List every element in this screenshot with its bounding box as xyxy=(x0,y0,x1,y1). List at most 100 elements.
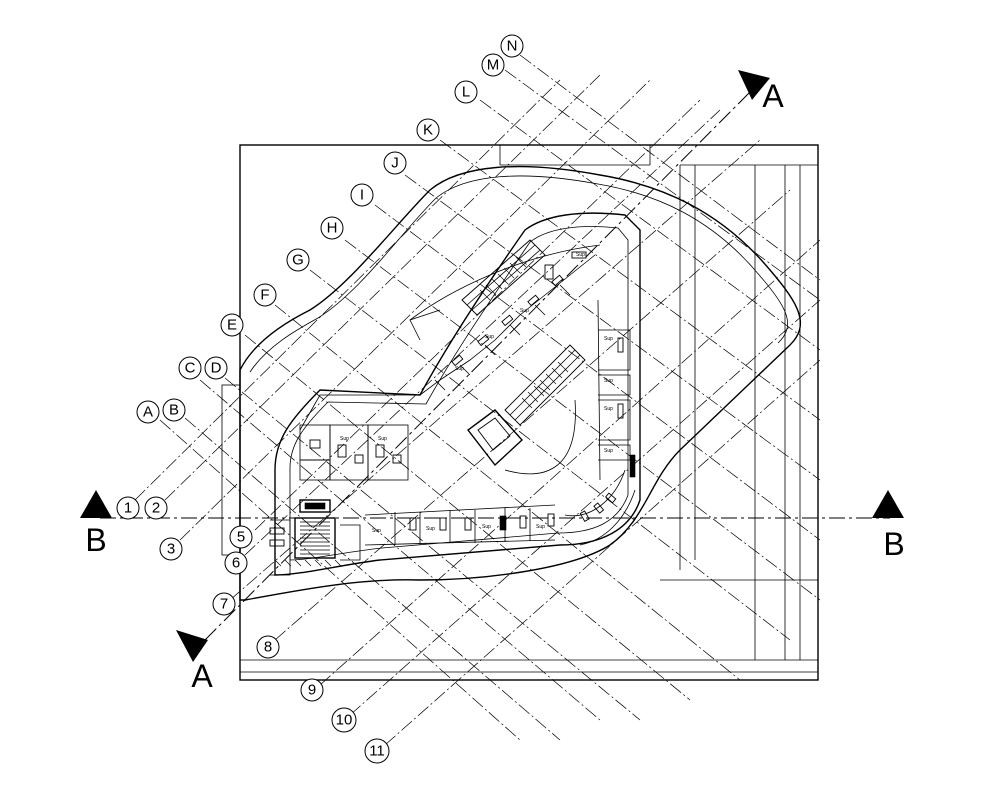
svg-text:8: 8 xyxy=(264,639,272,656)
unit-label: Sup xyxy=(604,378,613,384)
section-marker-a-bottom: A xyxy=(176,630,213,694)
svg-text:2: 2 xyxy=(152,500,160,517)
unit-label: Sup xyxy=(576,252,585,258)
grid-line-8 xyxy=(274,189,791,641)
grid-line-a xyxy=(159,419,521,741)
lift-core xyxy=(467,399,576,475)
number-grid-lines xyxy=(134,74,821,746)
bottom-shop-units xyxy=(364,469,636,546)
grid-line-g xyxy=(309,269,791,641)
grid-line-10 xyxy=(349,299,821,716)
svg-text:L: L xyxy=(462,84,470,101)
letter-grid-lines xyxy=(159,54,821,741)
outer-building-shell xyxy=(239,165,801,601)
grid-bubble-2: 2 xyxy=(144,496,168,520)
svg-text:K: K xyxy=(423,122,433,139)
unit-label: Sup xyxy=(604,406,613,412)
site-boundary xyxy=(221,144,819,681)
section-lines xyxy=(100,89,890,641)
grid-bubble-1: 1 xyxy=(116,496,140,520)
grid-bubble-7: 7 xyxy=(212,592,236,616)
unit-label: Sup xyxy=(340,436,349,442)
svg-text:I: I xyxy=(360,187,364,204)
svg-text:M: M xyxy=(487,57,500,74)
grid-bubble-6: 6 xyxy=(224,551,248,575)
grid-bubble-b: B xyxy=(162,398,186,422)
grid-line-b xyxy=(184,417,561,741)
section-label-a-top: A xyxy=(762,78,784,114)
svg-text:B: B xyxy=(169,402,179,419)
section-label-b-left: B xyxy=(85,522,106,558)
svg-text:10: 10 xyxy=(336,712,353,729)
grid-bubble-11: 11 xyxy=(364,738,390,764)
svg-text:9: 9 xyxy=(308,682,316,699)
unit-label: Sup xyxy=(455,366,464,372)
grid-bubble-f: F xyxy=(253,283,277,307)
letter-grid-bubbles: A B C D E F G H I J K L M N xyxy=(136,34,524,424)
unit-label: Sup xyxy=(520,308,529,314)
unit-label: Sup xyxy=(378,436,387,442)
svg-text:A: A xyxy=(143,404,153,421)
svg-text:C: C xyxy=(185,360,196,377)
grid-line-m xyxy=(504,69,821,301)
grid-line-h xyxy=(344,239,821,601)
svg-text:11: 11 xyxy=(369,743,385,760)
grid-bubble-m: M xyxy=(481,53,505,77)
wing-shop-units xyxy=(419,251,596,396)
left-service-block xyxy=(269,424,409,576)
svg-text:1: 1 xyxy=(124,500,132,517)
unit-label: Sup xyxy=(536,524,545,530)
unit-label: Sup xyxy=(485,334,494,340)
section-marker-b-left: B xyxy=(80,490,112,558)
grid-bubble-g: G xyxy=(286,248,310,272)
section-line-a xyxy=(204,89,753,641)
svg-text:E: E xyxy=(227,317,237,334)
section-label-a-bottom: A xyxy=(191,658,213,694)
grid-bubble-i: I xyxy=(350,183,374,207)
grid-bubble-n: N xyxy=(500,34,524,58)
right-wing-rooms xyxy=(597,299,636,481)
grid-line-l xyxy=(479,99,821,351)
svg-text:F: F xyxy=(260,287,269,304)
svg-text:3: 3 xyxy=(167,541,175,558)
grid-line-c xyxy=(199,379,601,721)
unit-label: Sup xyxy=(482,524,491,530)
grid-line-6 xyxy=(244,109,721,556)
grid-bubble-d: D xyxy=(204,356,228,380)
section-marker-b-right: B xyxy=(872,490,905,562)
grid-line-k xyxy=(439,139,821,421)
grid-bubble-c: C xyxy=(178,356,202,380)
grid-bubble-3: 3 xyxy=(159,537,183,561)
escalator-lower xyxy=(504,344,586,426)
unit-label: Sup xyxy=(426,526,435,532)
grid-line-2 xyxy=(164,74,601,501)
svg-text:D: D xyxy=(211,360,222,377)
grid-bubble-10: 10 xyxy=(331,707,357,733)
grid-bubble-e: E xyxy=(220,313,244,337)
grid-bubble-9: 9 xyxy=(300,678,324,702)
grid-line-n xyxy=(519,54,821,281)
grid-line-i xyxy=(374,204,821,541)
grid-bubble-5: 5 xyxy=(229,525,253,549)
grid-line-1 xyxy=(134,79,561,501)
grid-line-7 xyxy=(229,139,761,601)
grid-line-3 xyxy=(179,79,651,541)
section-markers: A A B B xyxy=(80,70,905,694)
unit-label: Sup xyxy=(604,336,613,342)
grid-line-11 xyxy=(384,359,821,746)
section-marker-a-top: A xyxy=(738,70,784,114)
unit-label: Sup xyxy=(604,448,613,454)
unit-label: Sup xyxy=(372,528,381,534)
grid-bubble-k: K xyxy=(416,118,440,142)
escalator-upper xyxy=(461,239,546,316)
grid-bubble-h: H xyxy=(320,216,344,240)
section-label-b-right: B xyxy=(883,526,904,562)
svg-text:N: N xyxy=(507,38,518,55)
number-grid-bubbles: 1 2 3 5 6 7 8 9 10 11 xyxy=(116,496,390,764)
unit-area-labels: Sup Sup Sup Sup Sup Sup Sup Sup Sup Sup … xyxy=(340,252,613,534)
svg-text:5: 5 xyxy=(237,529,245,546)
svg-text:G: G xyxy=(292,252,304,269)
grid-bubble-a: A xyxy=(136,400,160,424)
svg-text:6: 6 xyxy=(232,555,240,572)
